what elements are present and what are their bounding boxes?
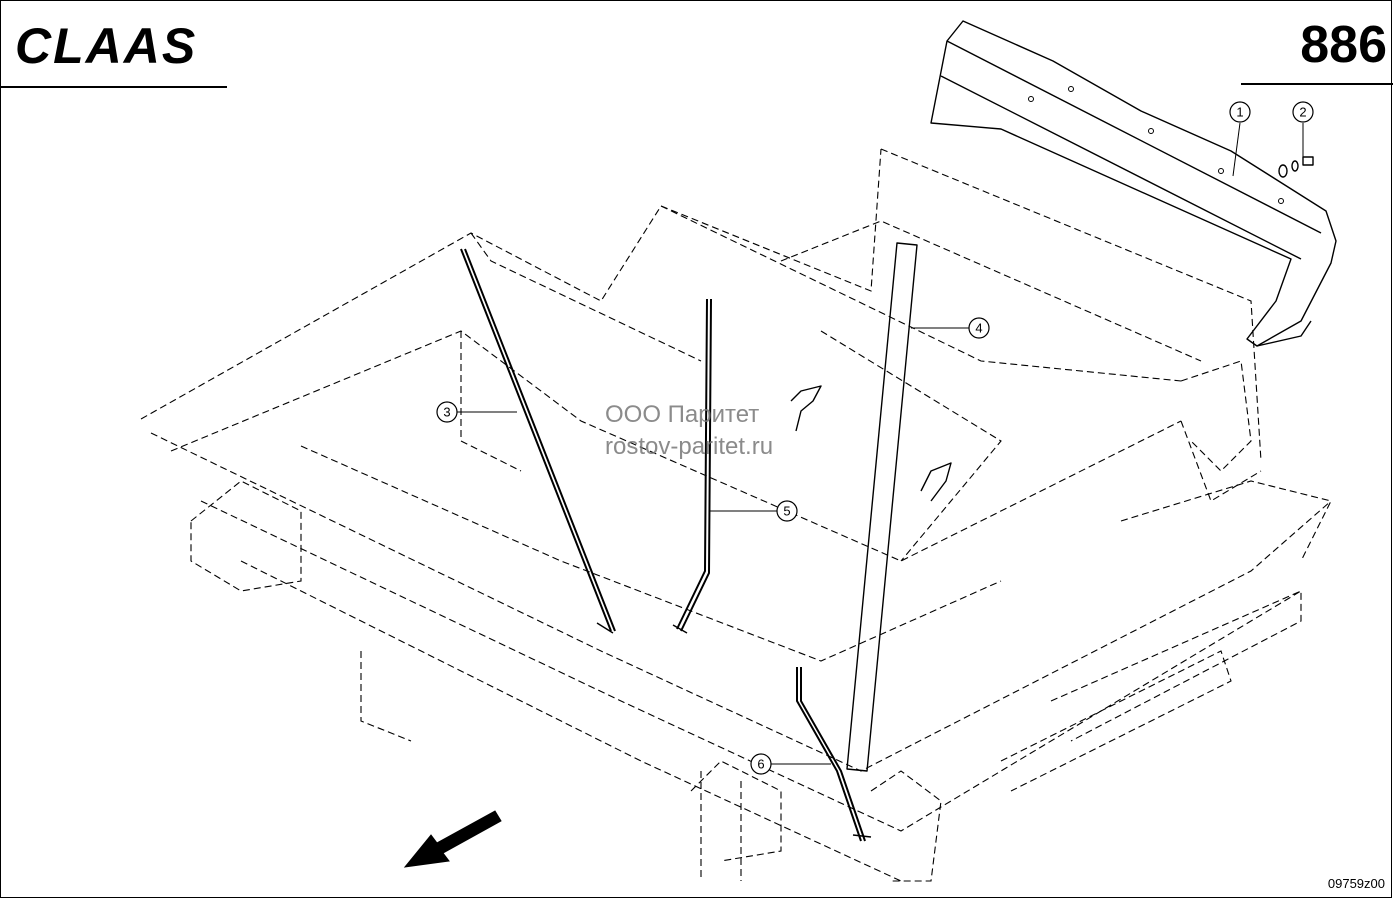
svg-text:5: 5 (783, 504, 790, 519)
page-number: 886 (1300, 16, 1387, 74)
dealer-watermark: ООО Паритет rostov-paritet.ru (605, 399, 773, 463)
machine-frame-outline (140, 148, 1332, 882)
part-1-cover-plate (930, 20, 1337, 347)
clip-fittings (790, 385, 952, 502)
callout-4: 4 (911, 317, 990, 339)
callout-3: 3 (436, 401, 517, 423)
svg-text:4: 4 (975, 321, 982, 336)
watermark-website: rostov-paritet.ru (605, 433, 774, 460)
watermark-company: ООО Паритет (605, 401, 760, 428)
callout-6: 6 (750, 753, 831, 775)
drawing-id: 09759z00 (1327, 876, 1385, 891)
callout-5: 5 (709, 500, 798, 522)
svg-text:2: 2 (1299, 105, 1306, 120)
part-3-rod (460, 248, 616, 634)
callout-2: 2 (1292, 101, 1314, 161)
part-5-bent-rod (672, 298, 712, 634)
part-4-bar (846, 242, 918, 772)
callout-1: 1 (1229, 101, 1251, 177)
claas-logo: CLAAS (15, 19, 197, 69)
header-divider-right (1241, 83, 1393, 85)
left-mounting-bracket (190, 480, 782, 862)
svg-text:6: 6 (757, 757, 764, 772)
travel-direction-arrow-icon (403, 810, 502, 868)
svg-text:3: 3 (443, 405, 450, 420)
part-6-bent-rod (796, 667, 872, 842)
logo-lettering: CLAAS (15, 19, 197, 69)
right-mounting-bracket (870, 360, 1252, 882)
part-2-bolt-washer (1278, 156, 1314, 178)
svg-text:1: 1 (1236, 105, 1243, 120)
header-divider-left (1, 86, 227, 88)
